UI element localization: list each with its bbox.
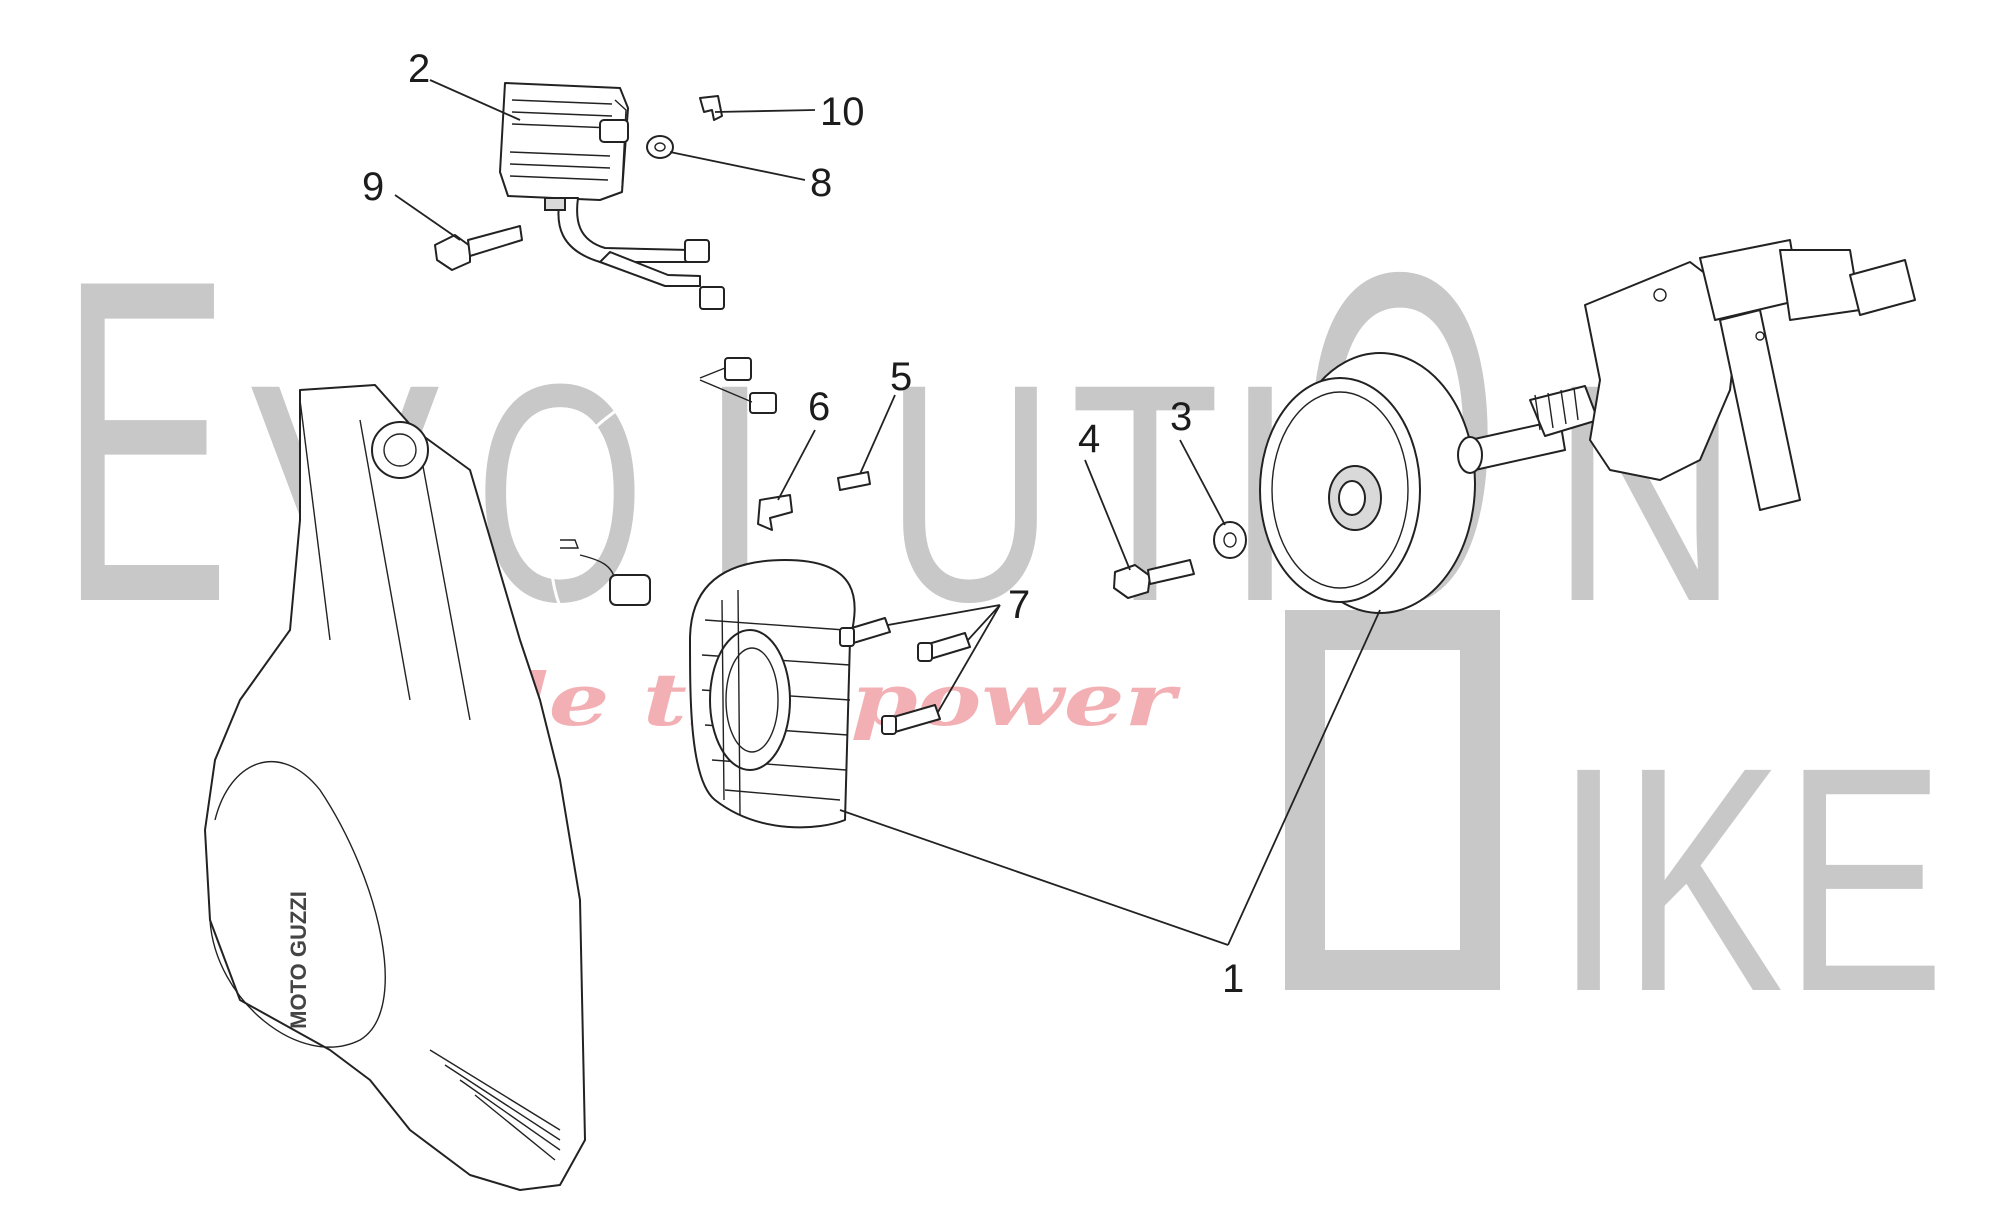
washer-part-small — [646, 135, 674, 159]
watermark-letter-u: U — [885, 319, 1055, 666]
flywheel-washer-part — [1213, 521, 1247, 559]
callout-9: 9 — [362, 165, 384, 209]
callout-4: 4 — [1078, 417, 1100, 461]
dowel-pin-part — [837, 471, 871, 491]
rotor-flywheel-part — [1259, 352, 1476, 614]
stator-part — [689, 559, 856, 829]
callout-6: 6 — [808, 385, 830, 429]
callout-2: 2 — [408, 47, 430, 91]
leader-lines — [394, 79, 1381, 946]
callout-5: 5 — [890, 355, 912, 399]
crankshaft-part — [1457, 239, 1916, 511]
clip-part — [699, 95, 723, 121]
callout-10: 10 — [820, 90, 865, 134]
stator-bolts-part — [839, 617, 971, 735]
flywheel-bolt-part — [1113, 559, 1195, 599]
callout-8: 8 — [810, 161, 832, 205]
callout-labels: 1 2 3 4 5 6 7 8 9 10 — [362, 47, 1244, 1001]
watermark-letter-b-shape — [1285, 610, 1500, 990]
watermark-letter-e: E — [60, 185, 230, 698]
watermark-letter-t: T — [1070, 319, 1220, 666]
regulator-part — [499, 82, 725, 310]
callout-3: 3 — [1170, 395, 1192, 439]
watermark-word-ike: IKE — [1555, 700, 1945, 1058]
callout-1: 1 — [1222, 957, 1244, 1001]
cover-logo-text: MOTO GUZZI — [286, 891, 311, 1029]
generator-cover-part: MOTO GUZZI — [204, 384, 586, 1191]
watermark: E V O L U T I O N IKE ride the power — [60, 175, 1945, 1058]
stator-wiring-part — [549, 357, 777, 672]
callout-7: 7 — [1008, 583, 1030, 627]
bolt-part-regulator — [434, 225, 523, 271]
wire-clip-part — [757, 494, 793, 531]
